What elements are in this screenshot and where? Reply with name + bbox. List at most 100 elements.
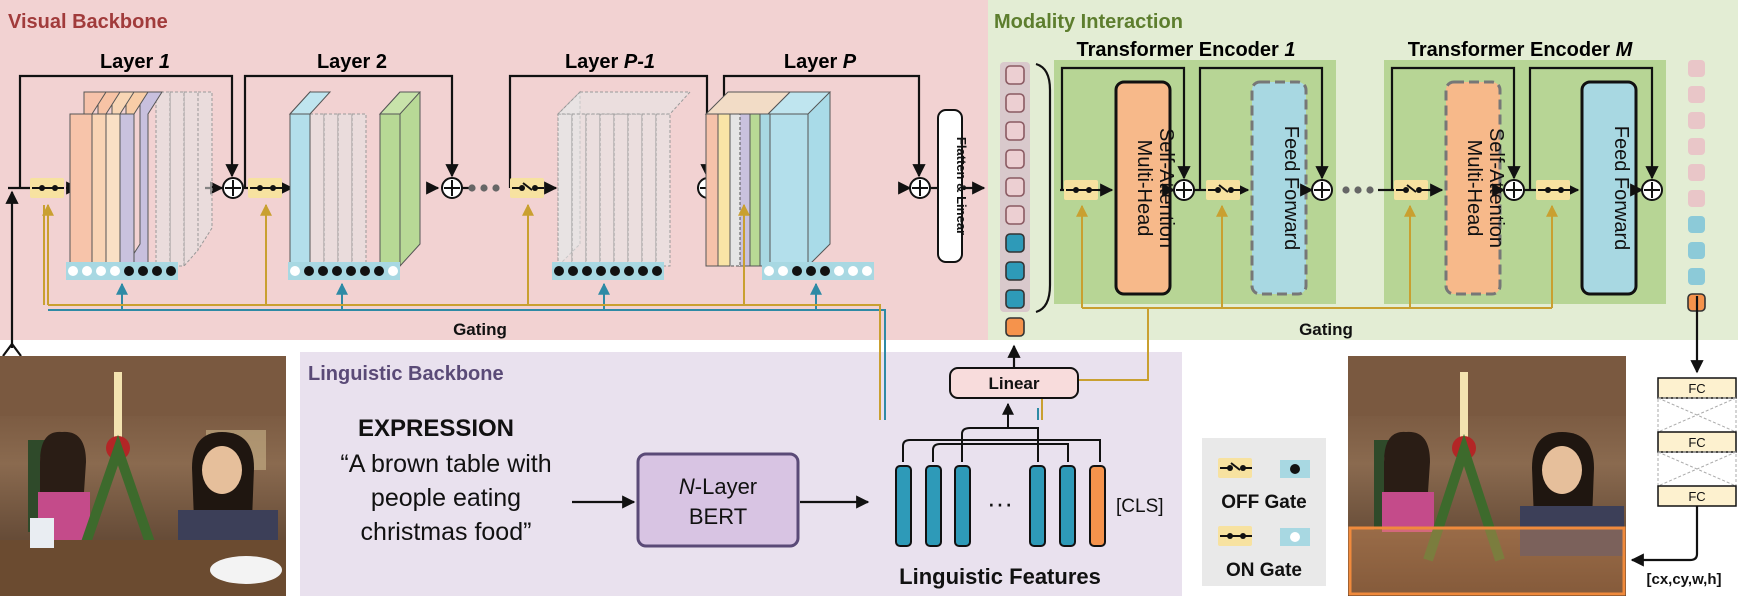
layer-1-feature-stack xyxy=(69,91,213,268)
visual-token-column xyxy=(1000,62,1052,337)
output-token-square xyxy=(1688,242,1705,259)
linguistic-backbone-title: Linguistic Backbone xyxy=(308,363,504,385)
interaction-gating-label: Gating xyxy=(1299,320,1353,339)
off-gate-dot xyxy=(166,266,176,276)
encoder-title-m: Transformer Encoder M xyxy=(1408,39,1634,61)
off-gate-dot xyxy=(374,266,384,276)
layer-ellipsis xyxy=(468,184,500,192)
gate-legend: OFF Gate ON Gate xyxy=(1202,438,1326,586)
on-gate-dot xyxy=(778,266,788,276)
visual-backbone-title: Visual Backbone xyxy=(8,11,168,33)
output-token-square xyxy=(1688,86,1705,103)
encoder-ellipsis xyxy=(1342,186,1374,194)
on-gate-dot xyxy=(82,266,92,276)
off-gate-dot xyxy=(792,266,802,276)
layer-title-1: Layer 1 xyxy=(100,51,170,73)
output-token-square xyxy=(1688,138,1705,155)
svg-text:Feed Forward: Feed Forward xyxy=(1280,126,1302,251)
feed-forward-block-m: Feed Forward xyxy=(1580,80,1638,296)
interaction-gating-lines xyxy=(1037,204,1558,420)
cls-label: [CLS] xyxy=(1116,496,1164,517)
token-square xyxy=(1005,65,1025,85)
linguistic-feature-bars xyxy=(895,465,1106,547)
svg-text:FC: FC xyxy=(1688,381,1705,396)
token-square xyxy=(1005,289,1025,309)
off-gate-dot xyxy=(806,266,816,276)
off-gate-dot xyxy=(152,266,162,276)
feed-forward-block-1: Feed Forward xyxy=(1250,80,1308,296)
interaction-main-flow xyxy=(1060,66,1659,197)
feature-bar xyxy=(895,465,912,547)
plus-circle-icon xyxy=(1641,179,1663,201)
off-gate-dot xyxy=(820,266,830,276)
output-token-column xyxy=(1687,60,1706,312)
off-gate-dot xyxy=(318,266,328,276)
on-gate-dot xyxy=(68,266,78,276)
off-gate-dot xyxy=(596,266,606,276)
layer-2-feature-stack xyxy=(288,90,422,268)
flatten-linear-box: Flatten & Linear xyxy=(937,109,969,263)
gate-icon xyxy=(510,178,544,198)
flatten-linear-label: Flatten & Linear xyxy=(954,137,969,235)
output-token-square xyxy=(1688,190,1705,207)
on-gate-label: ON Gate xyxy=(1226,560,1302,581)
modality-interaction-title: Modality Interaction xyxy=(994,11,1183,33)
layer-title-2: Layer 2 xyxy=(317,51,387,73)
off-gate-dot xyxy=(360,266,370,276)
layer-p-1-feature-stack xyxy=(556,90,692,268)
plus-circle-icon xyxy=(222,177,244,199)
output-token-square xyxy=(1688,164,1705,181)
mhsa-block-m: Multi-Head Self-Attention xyxy=(1444,80,1507,296)
off-gate-dot xyxy=(332,266,342,276)
svg-text:FC: FC xyxy=(1688,435,1705,450)
output-token-square xyxy=(1688,216,1705,233)
off-gate-dot xyxy=(554,266,564,276)
interaction-gates xyxy=(1064,180,1570,200)
output-photo xyxy=(1348,356,1626,596)
mhsa-block-1: Multi-Head Self-Attention xyxy=(1114,80,1177,296)
gate-icon xyxy=(1394,180,1428,200)
on-gate-legend-icon xyxy=(1218,526,1252,546)
gate-icon xyxy=(1206,180,1240,200)
off-gate-dot xyxy=(638,266,648,276)
off-gate-dot xyxy=(652,266,662,276)
off-gate-label: OFF Gate xyxy=(1221,492,1307,513)
svg-text:FC: FC xyxy=(1688,489,1705,504)
off-gate-dot xyxy=(610,266,620,276)
fc-layer-box xyxy=(1657,431,1737,453)
off-gate-dot xyxy=(304,266,314,276)
off-gate-dot xyxy=(568,266,578,276)
on-gate-dot xyxy=(848,266,858,276)
output-token-square xyxy=(1688,268,1705,285)
gate-state-bar xyxy=(66,262,178,280)
svg-text:BERT: BERT xyxy=(689,504,747,529)
token-square xyxy=(1005,149,1025,169)
expression-line-2: people eating xyxy=(371,484,521,512)
input-photo xyxy=(0,356,286,596)
token-square xyxy=(1005,121,1025,141)
linear-box: Linear xyxy=(949,367,1079,399)
on-gate-dot xyxy=(290,266,300,276)
gate-icon xyxy=(30,178,64,198)
linear-label: Linear xyxy=(988,374,1039,393)
svg-text:Multi-Head: Multi-Head xyxy=(1133,140,1155,237)
prediction-head: FC FC FC [cx,cy,w,h] xyxy=(1630,296,1737,588)
expression-heading: EXPRESSION xyxy=(358,415,514,442)
on-gate-dot xyxy=(110,266,120,276)
feature-bar xyxy=(1029,465,1046,547)
off-gate-dot xyxy=(624,266,634,276)
off-gate-dot xyxy=(124,266,134,276)
feature-bar xyxy=(925,465,942,547)
feature-bar xyxy=(1059,465,1076,547)
on-gate-dot xyxy=(764,266,774,276)
layer-title-p: Layer P xyxy=(784,51,857,73)
output-token-square xyxy=(1688,60,1705,77)
bbox-output-label: [cx,cy,w,h] xyxy=(1646,571,1721,588)
plus-circle-icon xyxy=(1173,179,1195,201)
on-gate-dot xyxy=(862,266,872,276)
cls-feature-bar xyxy=(1089,465,1106,547)
svg-text:Multi-Head: Multi-Head xyxy=(1463,140,1485,237)
token-square xyxy=(1005,205,1025,225)
interaction-sum-nodes xyxy=(1173,179,1663,201)
svg-text:N-Layer: N-Layer xyxy=(679,474,757,499)
